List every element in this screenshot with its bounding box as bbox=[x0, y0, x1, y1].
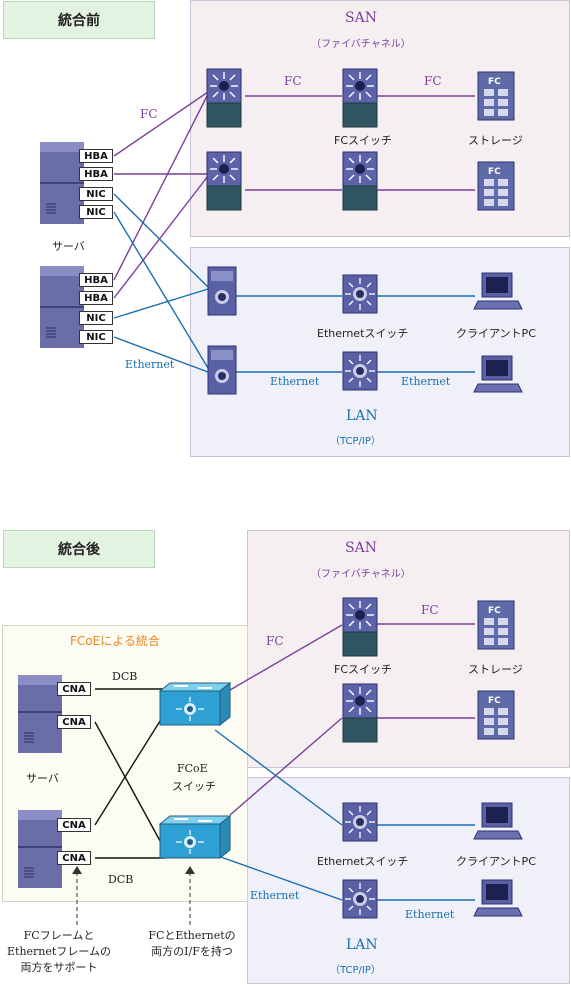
after-server2-port-1: CNA bbox=[57, 818, 91, 832]
before-fc-switch-4-icon bbox=[342, 151, 378, 211]
before-fc-label-left: FC bbox=[140, 107, 158, 121]
after-fc-switch-label: FCスイッチ bbox=[334, 663, 393, 676]
after-dcb-bottom: DCB bbox=[108, 873, 134, 886]
fcoe-switch-label-2: スイッチ bbox=[172, 780, 216, 793]
before-eth-switch-left-2-icon bbox=[207, 345, 237, 395]
note-left-line-2: Ethernetフレームの bbox=[7, 945, 111, 958]
before-eth-switch-left-1-icon bbox=[207, 266, 237, 316]
note-left-line-1: FCフレームと bbox=[23, 929, 95, 942]
note-right-line-2: 両方のI/Fを持つ bbox=[151, 945, 233, 958]
after-lan-subtitle: （TCP/IP） bbox=[330, 965, 381, 976]
before-storage-1-icon bbox=[477, 71, 515, 121]
after-fc-switch-1-icon bbox=[342, 597, 378, 657]
before-server2-port-4: NIC bbox=[79, 330, 113, 344]
after-dcb-lines bbox=[94, 688, 166, 859]
before-fc-label-2: FC bbox=[424, 74, 442, 88]
after-fc-lines bbox=[229, 623, 475, 816]
after-fc-switch-2-icon bbox=[342, 683, 378, 743]
fcoe-box-title: FCoEによる統合 bbox=[70, 634, 160, 648]
before-fc-label-1: FC bbox=[284, 74, 302, 88]
fcoe-switch-label-1: FCoE bbox=[177, 762, 208, 775]
after-client-pc-1-icon bbox=[473, 802, 523, 840]
after-server1-port-2: CNA bbox=[57, 715, 91, 729]
after-dcb-top: DCB bbox=[112, 670, 138, 683]
before-server2-port-3: NIC bbox=[79, 311, 113, 325]
before-server1-port-4: NIC bbox=[79, 205, 113, 219]
after-eth-switch-2-icon bbox=[342, 879, 378, 919]
after-ethernet-left: Ethernet bbox=[250, 889, 300, 902]
after-lan-title: LAN bbox=[346, 937, 378, 953]
after-client-pc-2-icon bbox=[473, 879, 523, 917]
before-san-subtitle: （ファイバチャネル） bbox=[311, 39, 411, 50]
before-tab: 統合前 bbox=[3, 1, 155, 39]
after-storage-1-icon bbox=[477, 600, 515, 650]
before-ethernet-right: Ethernet bbox=[401, 375, 451, 388]
before-server2-port-1: HBA bbox=[79, 273, 113, 287]
before-fc-switch-1-icon bbox=[206, 68, 242, 128]
fcoe-switch-2-icon bbox=[159, 815, 231, 859]
before-server1-port-2: HBA bbox=[79, 167, 113, 181]
before-eth-switch-1-icon bbox=[342, 274, 378, 314]
before-client-pc-2-icon bbox=[473, 355, 523, 393]
before-server-1-icon bbox=[40, 142, 84, 224]
after-storage-2-icon bbox=[477, 690, 515, 740]
after-server-1-icon bbox=[18, 675, 62, 753]
before-storage-label: ストレージ bbox=[468, 134, 523, 147]
before-client-pc-1-icon bbox=[473, 272, 523, 310]
after-fc-label-left: FC bbox=[266, 634, 284, 648]
before-fc-switch-label: FCスイッチ bbox=[334, 134, 393, 147]
after-storage-label: ストレージ bbox=[468, 663, 523, 676]
note-left: FCフレームと Ethernetフレームの 両方をサポート bbox=[0, 928, 118, 976]
before-fc-switch-2-icon bbox=[206, 151, 242, 211]
before-fc-switch-3-icon bbox=[342, 68, 378, 128]
after-client-label: クライアントPC bbox=[456, 855, 536, 868]
before-ethernet-left: Ethernet bbox=[125, 358, 175, 371]
after-server1-port-1: CNA bbox=[57, 682, 91, 696]
before-client-label: クライアントPC bbox=[456, 327, 536, 340]
before-server1-port-3: NIC bbox=[79, 187, 113, 201]
after-lan-area bbox=[247, 777, 570, 984]
note-right: FCとEthernetの 両方のI/Fを持つ bbox=[128, 928, 256, 960]
before-lan-subtitle: （TCP/IP） bbox=[330, 436, 381, 447]
note-left-line-3: 両方をサポート bbox=[20, 961, 98, 974]
after-eth-lines bbox=[214, 729, 475, 901]
before-eth-lines bbox=[113, 193, 475, 373]
before-ethernet-mid: Ethernet bbox=[270, 375, 320, 388]
before-server2-port-2: HBA bbox=[79, 291, 113, 305]
after-fc-label-right: FC bbox=[421, 603, 439, 617]
after-eth-switch-label: Ethernetスイッチ bbox=[317, 855, 409, 868]
after-san-title: SAN bbox=[345, 540, 377, 556]
after-eth-switch-1-icon bbox=[342, 802, 378, 842]
before-eth-switch-2-icon bbox=[342, 351, 378, 391]
before-server-label: サーバ bbox=[52, 240, 85, 253]
note-right-line-1: FCとEthernetの bbox=[148, 929, 236, 942]
after-server-2-icon bbox=[18, 810, 62, 888]
before-san-title: SAN bbox=[345, 10, 377, 26]
before-lan-title: LAN bbox=[346, 408, 378, 424]
before-server-2-icon bbox=[40, 266, 84, 348]
after-server2-port-2: CNA bbox=[57, 851, 91, 865]
before-fc-lines bbox=[113, 91, 475, 299]
before-storage-2-icon bbox=[477, 161, 515, 211]
after-san-subtitle: （ファイバチャネル） bbox=[311, 569, 411, 580]
fcoe-switch-1-icon bbox=[159, 682, 231, 726]
after-server-label: サーバ bbox=[26, 772, 59, 785]
after-note-arrows bbox=[76, 873, 191, 925]
after-tab: 統合後 bbox=[3, 530, 155, 568]
after-ethernet-right: Ethernet bbox=[405, 908, 455, 921]
before-server1-port-1: HBA bbox=[79, 149, 113, 163]
before-eth-switch-label: Ethernetスイッチ bbox=[317, 327, 409, 340]
